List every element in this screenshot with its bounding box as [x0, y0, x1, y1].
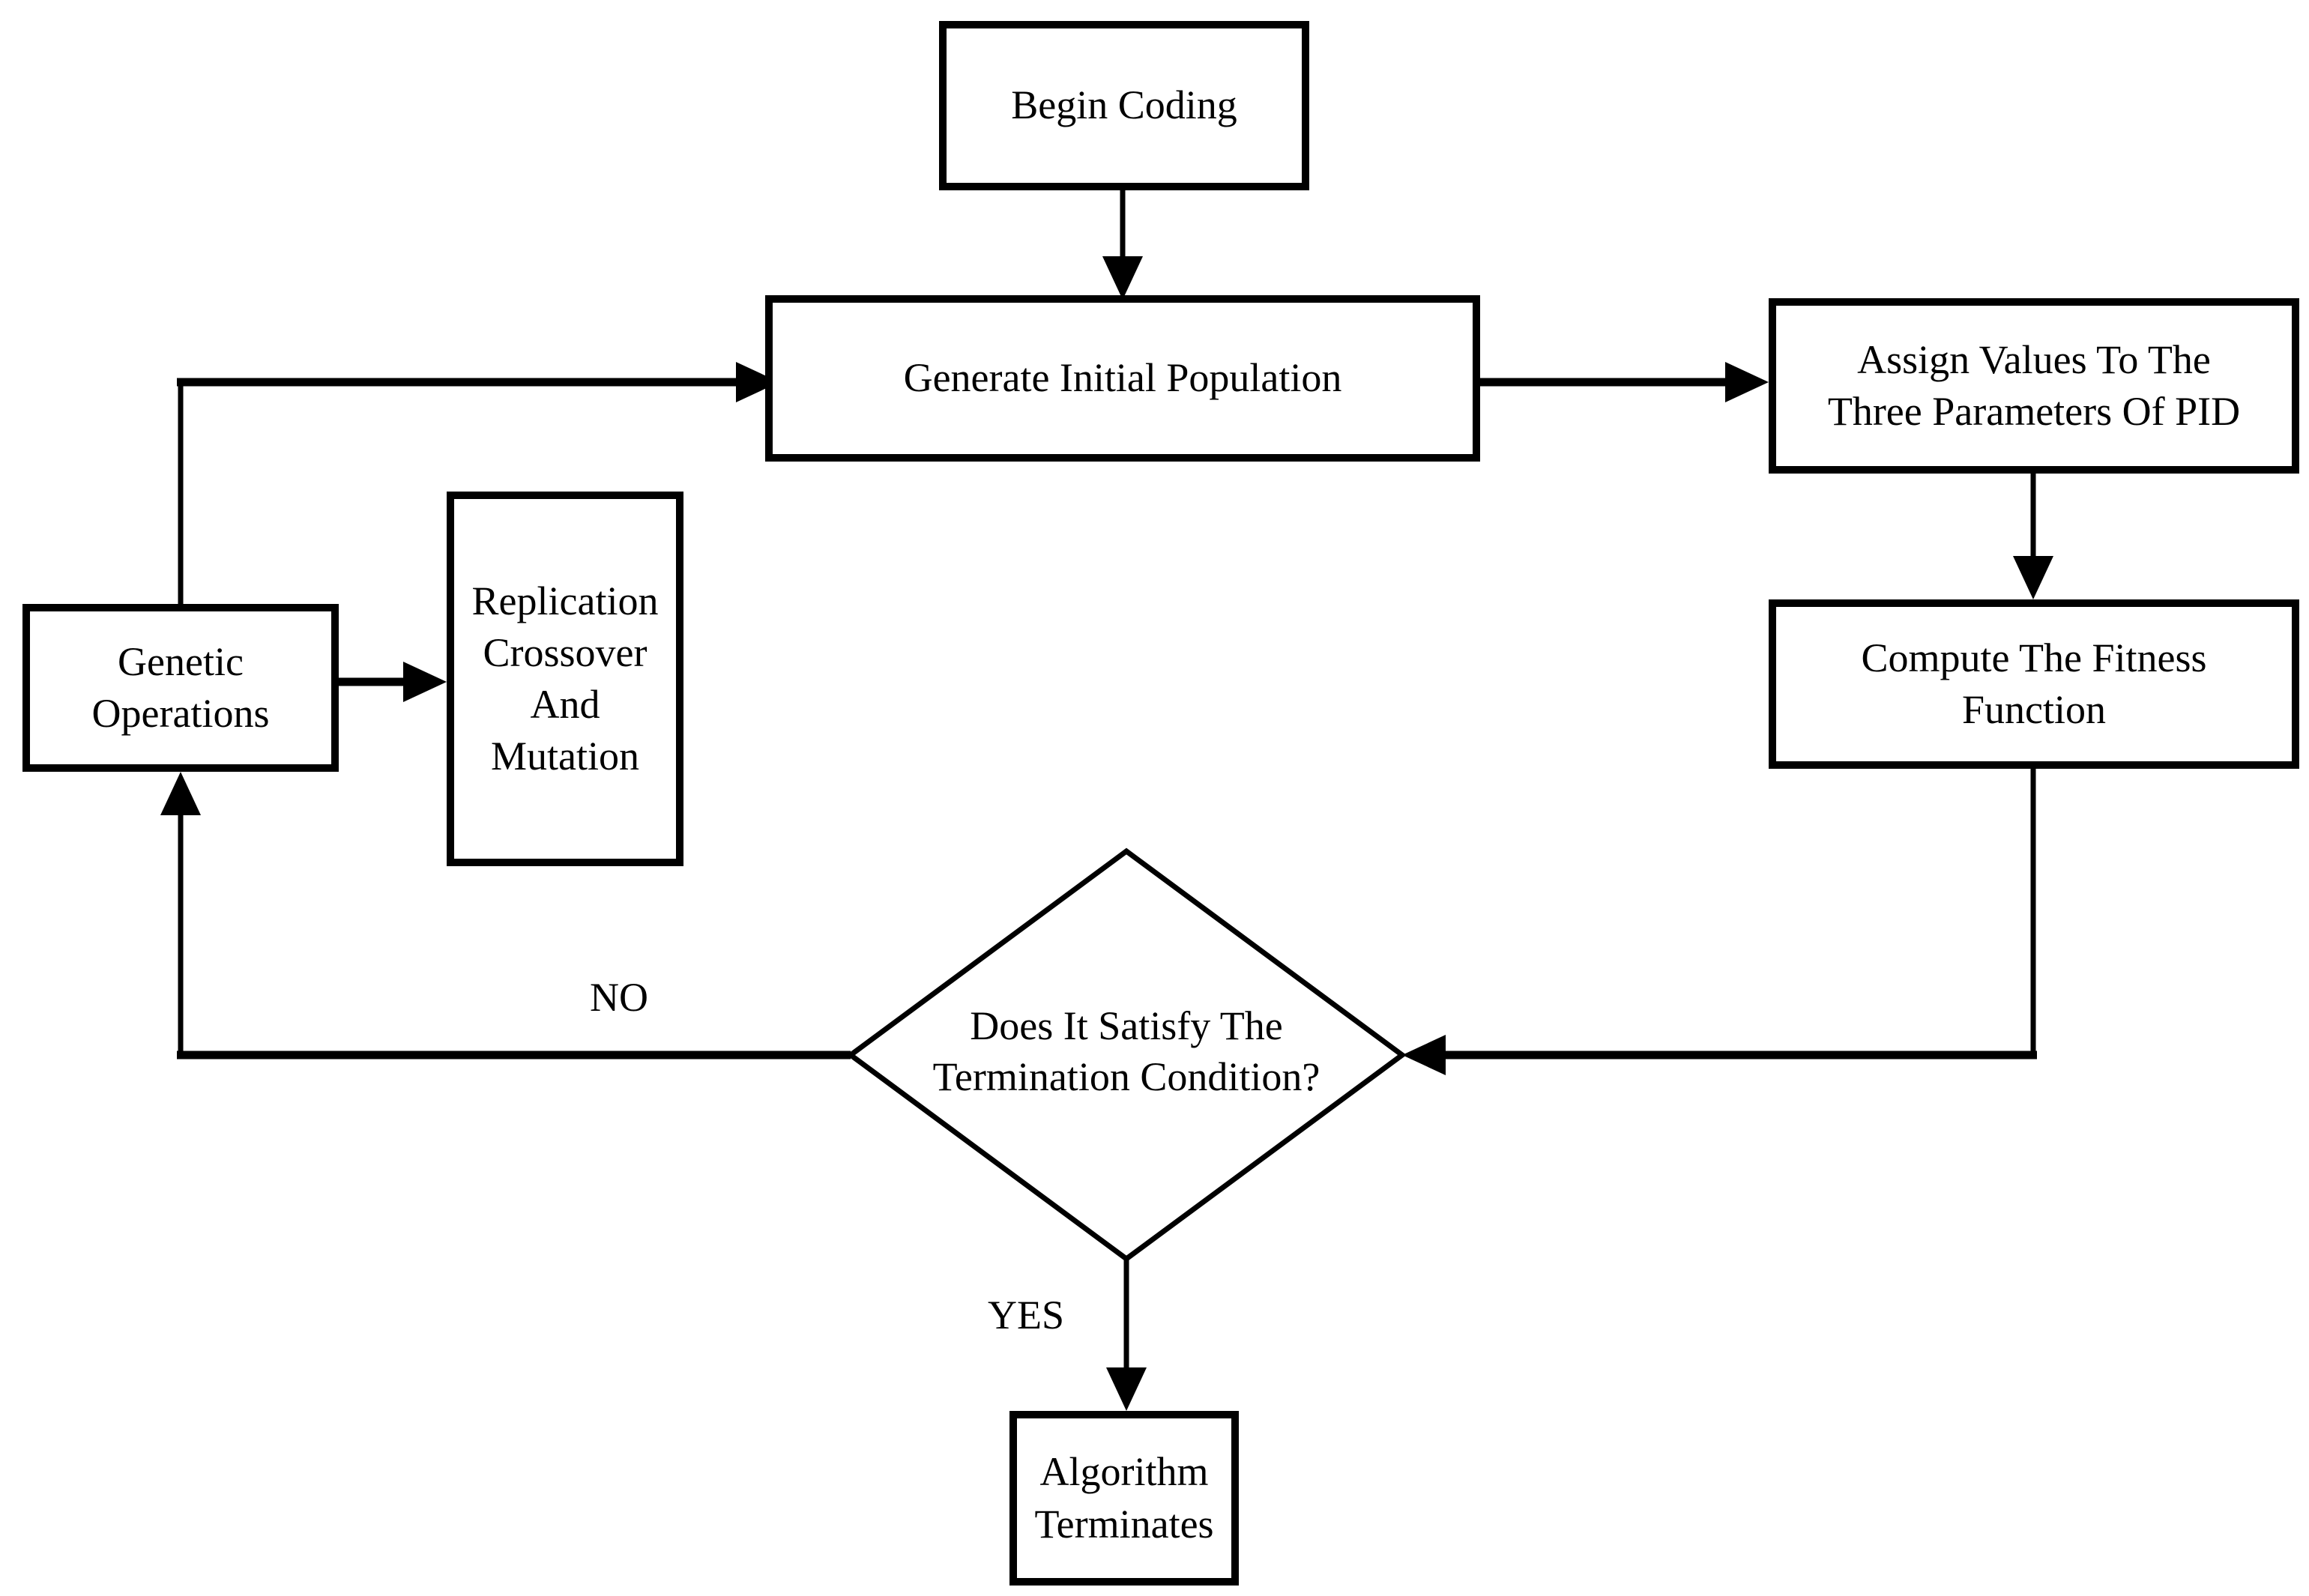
- flow-node-algorithm-terminates: Algorithm Terminates: [1009, 1411, 1239, 1586]
- arrowhead-down-icon: [1102, 256, 1143, 300]
- arrowhead-right-icon: [736, 362, 779, 402]
- arrowhead-down-icon: [2013, 556, 2053, 599]
- flow-node-compute-fitness-function: Compute The Fitness Function: [1769, 599, 2299, 769]
- flow-node-assign-values-pid: Assign Values To The Three Parameters Of…: [1769, 298, 2299, 474]
- arrowhead-down-icon: [1106, 1367, 1147, 1411]
- edge-label-yes: YES: [987, 1293, 1064, 1337]
- edge-genetic-to-replication: [339, 662, 447, 702]
- arrowhead-up-icon: [160, 772, 201, 815]
- edge-begin-to-generate: [1102, 190, 1143, 300]
- arrowhead-right-icon: [1725, 362, 1769, 402]
- arrowhead-right-icon: [403, 662, 447, 702]
- edge-generate-to-assign: [1480, 362, 1769, 402]
- flow-node-begin-coding: Begin Coding: [939, 21, 1309, 190]
- edge-compute-to-decision: [1402, 769, 2037, 1075]
- flow-node-replication-crossover-mutation: Replication Crossover And Mutation: [447, 492, 683, 866]
- edge-label-no: NO: [590, 975, 648, 1020]
- edge-genetic-to-generate: [177, 362, 779, 604]
- arrowhead-left-icon: [1402, 1035, 1446, 1075]
- flow-node-generate-initial-population: Generate Initial Population: [765, 295, 1480, 462]
- edge-assign-to-compute: [2013, 474, 2053, 599]
- flow-node-genetic-operations: Genetic Operations: [22, 604, 339, 772]
- flow-node-termination-decision-label: Does It Satisfy The Termination Conditio…: [932, 1003, 1320, 1099]
- edge-decision-no-to-genetic: [160, 772, 851, 1060]
- edge-decision-yes-to-terminate: [1106, 1259, 1147, 1411]
